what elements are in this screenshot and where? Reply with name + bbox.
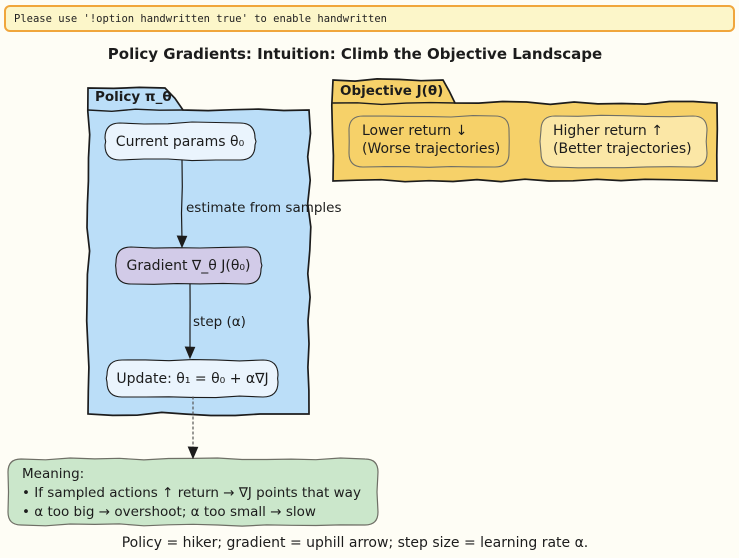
estimate-edge-line [180,159,183,241]
handwritten-option-note: Please use '!option handwritten true' to… [4,5,735,32]
objective-tab-underline [332,101,456,106]
diagram-title: Policy Gradients: Intuition: Climb the O… [107,45,603,63]
meaning-node-label: Meaning: • If sampled actions ↑ return →… [22,465,361,522]
meaning-line-2: • If sampled actions ↑ return → ∇J point… [22,485,361,501]
meaning-line-3: • α too big → overshoot; α too small → s… [22,504,316,520]
current-params-node [104,121,257,162]
lower-return-node [348,115,510,168]
policy-cluster-label: Policy π_θ [95,89,172,105]
lower-return-node-label: Lower return ↓ (Worse trajectories) [362,122,500,158]
gradient-node-label: Gradient ∇_θ J(θ₀) [126,257,251,274]
meaning-edge-arrowhead [187,446,199,460]
meaning-line-1: Meaning: [22,466,85,482]
update-node-label: Update: θ₁ = θ₀ + α∇J [116,370,269,387]
gradient-node [115,246,263,285]
higher-return-node-label: Higher return ↑ (Better trajectories) [553,122,692,158]
update-node [105,359,279,399]
lower-return-line-2: (Worse trajectories) [362,141,501,157]
objective-cluster-label: Objective J(θ) [340,83,444,99]
step-edge-label: step (α) [193,314,246,330]
policy-tab-underline [87,108,184,113]
step-edge-arrowhead [184,346,196,360]
estimate-edge-label: estimate from samples [186,200,342,216]
diagram-caption: Policy = hiker; gradient = uphill arrow;… [121,535,589,551]
higher-return-line-1: Higher return ↑ [553,123,663,139]
handwritten-option-note-text: Please use '!option handwritten true' to… [14,12,387,25]
estimate-edge-arrowhead [176,235,188,249]
higher-return-line-2: (Better trajectories) [553,141,692,157]
lower-return-line-1: Lower return ↓ [362,123,468,139]
higher-return-node [539,114,708,169]
current-params-node-label: Current params θ₀ [115,133,245,150]
meaning-node [7,457,379,527]
